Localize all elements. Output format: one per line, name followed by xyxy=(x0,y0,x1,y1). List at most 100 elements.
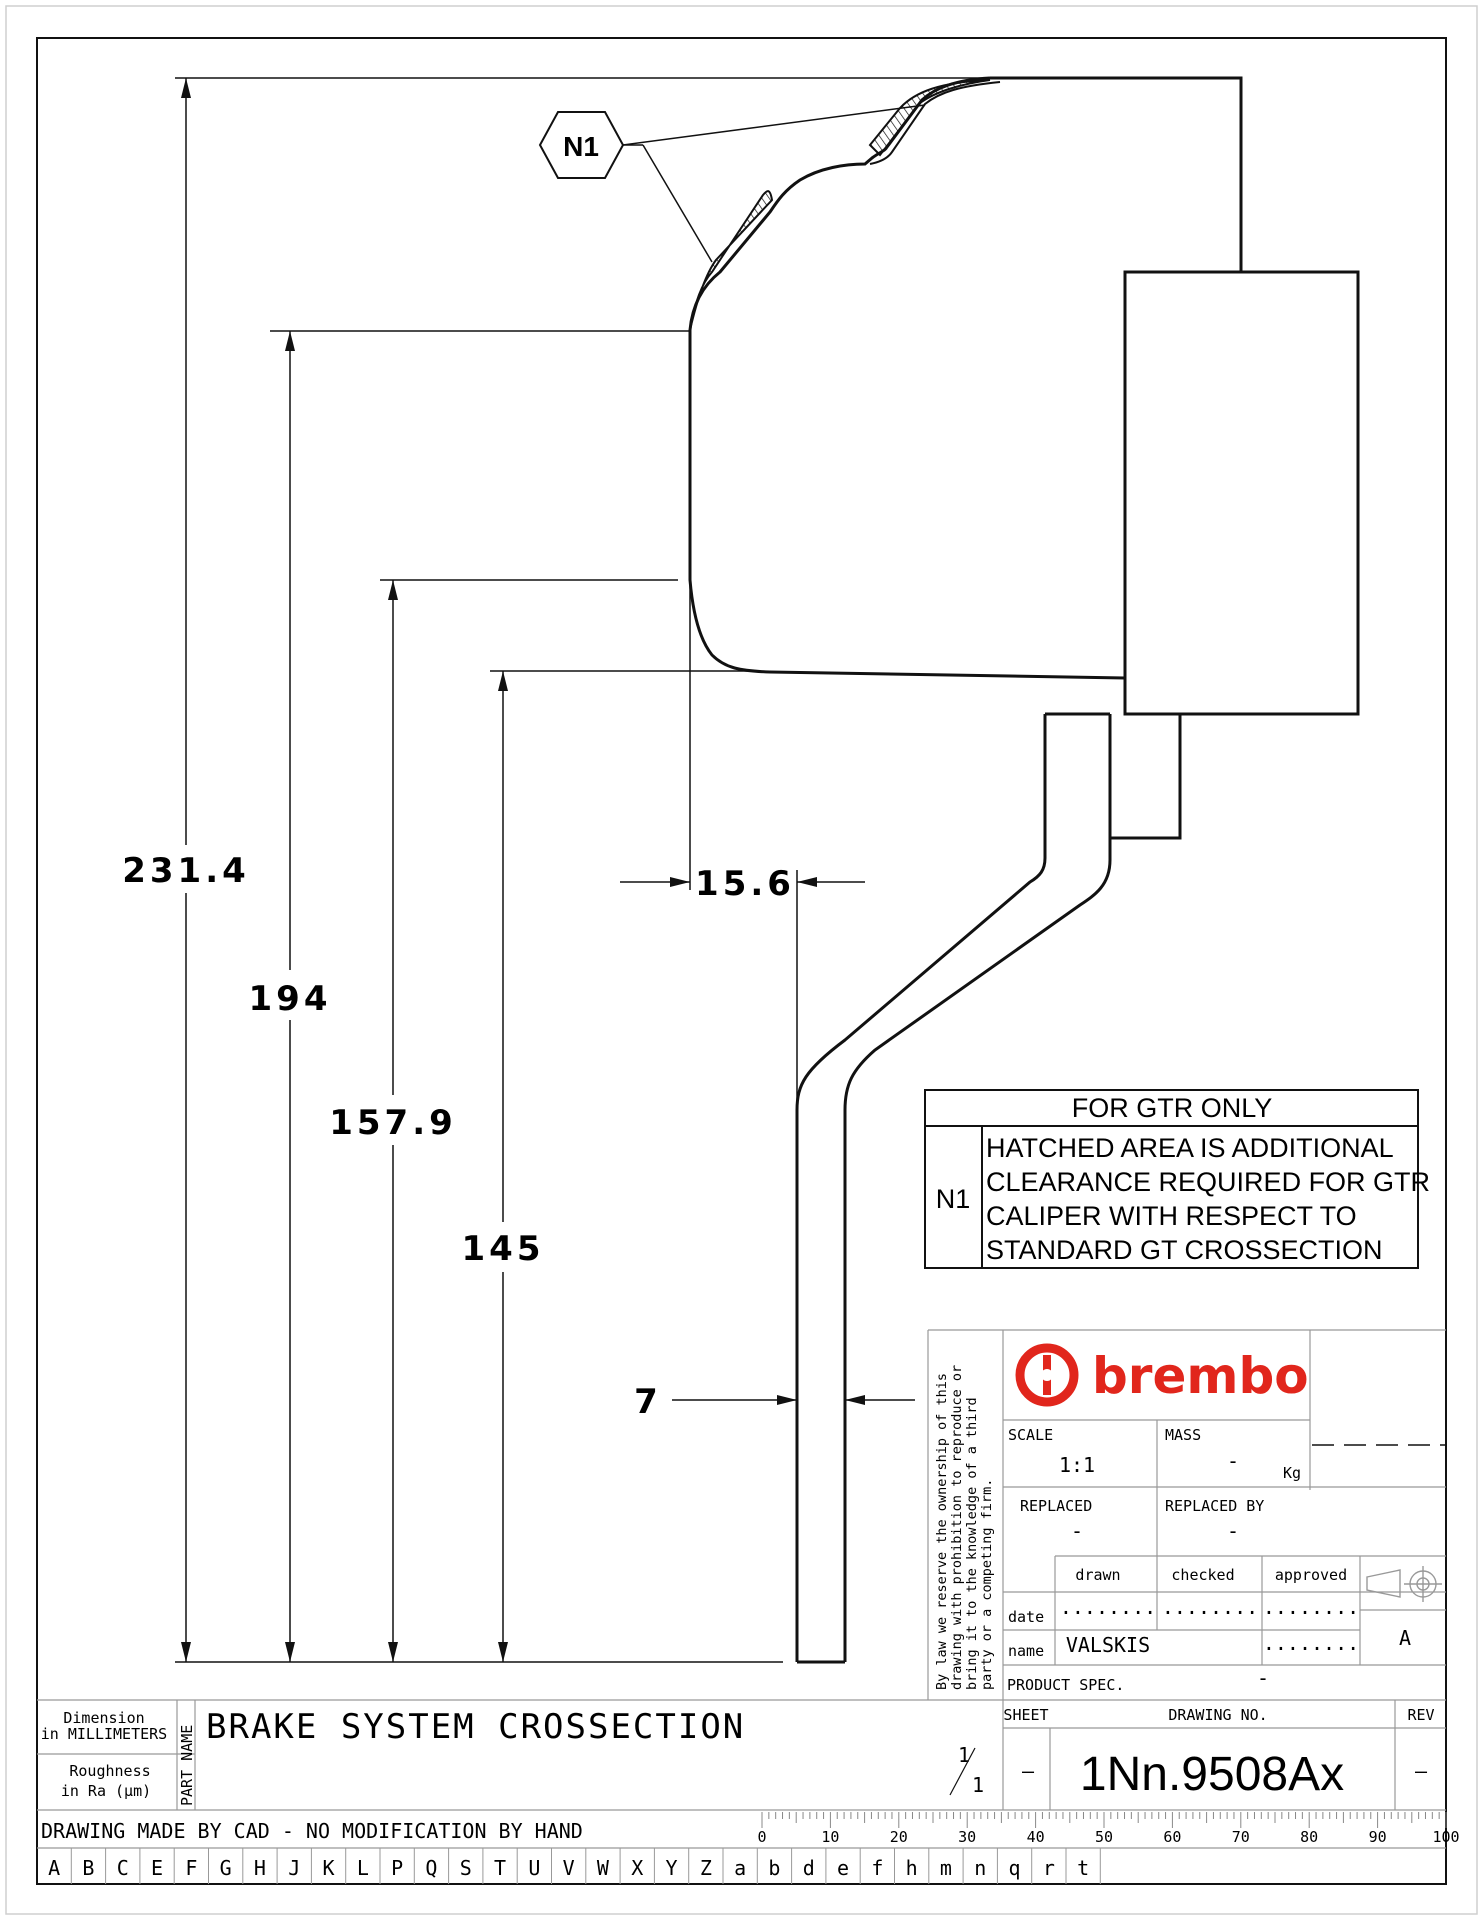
roughness-label-line-2: in Ra (μm) xyxy=(61,1782,151,1800)
part-name: BRAKE SYSTEM CROSSECTION xyxy=(206,1707,745,1747)
note-line-1: HATCHED AREA IS ADDITIONAL xyxy=(986,1133,1394,1163)
ruler-label: 60 xyxy=(1163,1828,1181,1846)
dimension-lines xyxy=(175,77,990,1663)
letter-cell: S xyxy=(460,1856,472,1880)
ruler-label: 50 xyxy=(1095,1828,1113,1846)
drawn-label: drawn xyxy=(1075,1566,1120,1584)
projection-letter: A xyxy=(1399,1626,1411,1650)
wheel-profile xyxy=(688,76,1360,1664)
step-outline xyxy=(1108,714,1182,840)
ruler-label: 80 xyxy=(1300,1828,1318,1846)
letter-cell: f xyxy=(871,1856,883,1880)
letter-cell: X xyxy=(631,1856,643,1880)
dim-231-4: 231.4 xyxy=(122,851,250,891)
replaced-value: - xyxy=(1071,1519,1083,1543)
section-outline xyxy=(688,76,1243,680)
note-table-header: FOR GTR ONLY xyxy=(1072,1093,1273,1123)
cad-notice: DRAWING MADE BY CAD - NO MODIFICATION BY… xyxy=(41,1819,583,1843)
letter-cell: F xyxy=(185,1856,197,1880)
dim-145: 145 xyxy=(462,1229,545,1269)
scale-value: 1:1 xyxy=(1059,1453,1095,1477)
letter-cell: m xyxy=(940,1856,952,1880)
sheet-total: 1 xyxy=(972,1773,984,1797)
letter-cell: G xyxy=(220,1856,232,1880)
mass-value: - xyxy=(1227,1449,1239,1473)
mass-unit: Kg xyxy=(1283,1464,1301,1482)
letter-cell: a xyxy=(734,1856,746,1880)
product-spec-label: PRODUCT SPEC. xyxy=(1007,1676,1124,1694)
letter-cell: H xyxy=(254,1856,266,1880)
sheet-slash xyxy=(949,1747,976,1796)
name-approved-dots: ........ xyxy=(1263,1631,1359,1655)
letter-cell: Y xyxy=(666,1856,678,1880)
letter-cell: P xyxy=(391,1856,403,1880)
letter-cell: h xyxy=(906,1856,918,1880)
letter-cell: E xyxy=(151,1856,163,1880)
legal-line-1: By law we reserve the ownership of this xyxy=(934,1373,950,1690)
letter-cell: e xyxy=(837,1856,849,1880)
replaced-by-label: REPLACED BY xyxy=(1165,1497,1264,1515)
scale-label: SCALE xyxy=(1008,1426,1053,1444)
letter-cell: L xyxy=(357,1856,369,1880)
dim-7: 7 xyxy=(634,1382,662,1422)
note-table-id: N1 xyxy=(936,1184,971,1214)
letter-cell: W xyxy=(597,1856,610,1880)
letter-cell: U xyxy=(528,1856,540,1880)
letter-cell: K xyxy=(323,1856,335,1880)
ruler-label: 40 xyxy=(1027,1828,1045,1846)
replaced-by-value: - xyxy=(1227,1519,1239,1543)
n1-callout-label: N1 xyxy=(563,131,599,162)
drawn-name: VALSKIS xyxy=(1066,1633,1150,1657)
name-label: name xyxy=(1008,1642,1044,1660)
dimension-label-line-1: Dimension xyxy=(63,1709,144,1727)
date-approved-dots: ........ xyxy=(1263,1595,1359,1619)
ruler-label: 20 xyxy=(890,1828,908,1846)
ruler-scale: 0 10 20 30 40 50 60 70 80 90 100 xyxy=(757,1812,1460,1846)
part-name-label: PART NAME xyxy=(178,1725,196,1806)
rev-label: REV xyxy=(1407,1706,1434,1724)
title-block-grid xyxy=(37,1329,1446,1849)
ruler-label: 100 xyxy=(1432,1828,1459,1846)
legal-notice: By law we reserve the ownership of this … xyxy=(934,1365,995,1690)
sheet-dash: — xyxy=(1022,1759,1035,1783)
letter-cell: Z xyxy=(700,1856,712,1880)
roughness-label-line-1: Roughness xyxy=(69,1762,150,1780)
ruler-label: 70 xyxy=(1232,1828,1250,1846)
drawing-no-label: DRAWING NO. xyxy=(1168,1706,1267,1724)
ruler-label: 0 xyxy=(757,1828,766,1846)
letter-cell: J xyxy=(288,1856,300,1880)
rev-value: — xyxy=(1415,1759,1428,1783)
letter-cell: d xyxy=(803,1856,815,1880)
letter-cell: b xyxy=(768,1856,780,1880)
mass-label: MASS xyxy=(1165,1426,1201,1444)
dim-15-6: 15.6 xyxy=(695,864,795,904)
approved-label: approved xyxy=(1275,1566,1347,1584)
ruler-label: 10 xyxy=(821,1828,839,1846)
note-table xyxy=(924,1089,1419,1269)
drawing-number: 1Nn.9508Ax xyxy=(1080,1748,1344,1801)
letter-cell: B xyxy=(82,1856,94,1880)
brembo-logo-icon xyxy=(1015,1343,1079,1407)
product-spec-value: - xyxy=(1257,1666,1269,1690)
ruler-label: 30 xyxy=(958,1828,976,1846)
letter-cell: C xyxy=(117,1856,129,1880)
replaced-label: REPLACED xyxy=(1020,1497,1092,1515)
spoke-inner xyxy=(843,838,1112,1662)
letter-cell: t xyxy=(1077,1856,1089,1880)
checked-label: checked xyxy=(1171,1566,1234,1584)
note-line-4: STANDARD GT CROSSECTION xyxy=(986,1235,1383,1265)
letter-cell: n xyxy=(974,1856,986,1880)
hatched-area-lower xyxy=(689,190,774,331)
sheet-label: SHEET xyxy=(1003,1706,1048,1724)
ruler-label: 90 xyxy=(1369,1828,1387,1846)
dim-194: 194 xyxy=(249,979,332,1019)
letter-cell: r xyxy=(1043,1856,1055,1880)
letter-cell: q xyxy=(1009,1856,1021,1880)
date-checked-dots: ........ xyxy=(1162,1595,1258,1619)
letter-cell: V xyxy=(563,1856,575,1880)
date-label: date xyxy=(1008,1608,1044,1626)
dimension-label-line-2: in MILLIMETERS xyxy=(41,1725,167,1743)
note-line-3: CALIPER WITH RESPECT TO xyxy=(986,1201,1357,1231)
spoke-outer xyxy=(795,714,1047,1662)
